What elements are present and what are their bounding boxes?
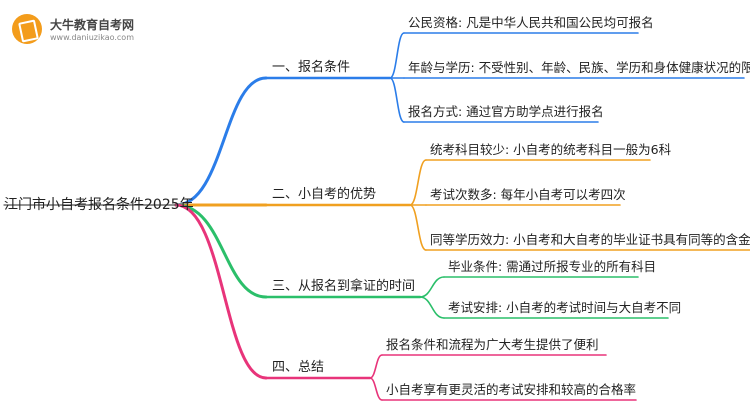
branch-leaf-link: [369, 377, 383, 401]
logo-url: www.daniuzikao.com: [50, 33, 134, 42]
site-logo[interactable]: 大牛教育自考网 www.daniuzikao.com: [8, 10, 158, 50]
leaf-label: 考试安排: 小自考的考试时间与大自考不同: [448, 300, 682, 315]
branch-leaf-link: [389, 77, 405, 123]
branch-label: 四、总结: [272, 360, 325, 375]
branch-label: 二、小自考的优势: [272, 187, 377, 202]
branch-leaf-link: [409, 159, 427, 206]
book-icon: [12, 14, 42, 44]
root-branch-link: [174, 76, 268, 207]
leaf-label: 同等学历效力: 小自考和大自考的毕业证书具有同等的含金量: [430, 232, 750, 247]
branch-leaf-link: [419, 296, 445, 319]
root-branch-link: [174, 203, 268, 380]
branch-leaf-link: [369, 354, 383, 379]
branch-leaf-link: [389, 32, 405, 79]
leaf-label: 报名方式: 通过官方助学点进行报名: [408, 104, 604, 119]
root-node: 江门市小自考报名条件2025年: [4, 197, 194, 213]
branch-label: 一、报名条件: [272, 60, 351, 75]
branch-leaf-link: [419, 276, 445, 298]
leaf-label: 公民资格: 凡是中华人民共和国公民均可报名: [408, 15, 654, 30]
branch-leaf-link: [409, 204, 427, 251]
leaf-label: 报名条件和流程为广大考生提供了便利: [386, 337, 599, 352]
leaf-label: 统考科目较少: 小自考的统考科目一般为6科: [430, 142, 672, 157]
branch-label: 三、从报名到拿证的时间: [272, 279, 416, 294]
leaf-label: 年龄与学历: 不受性别、年龄、民族、学历和身体健康状况的限制: [408, 60, 750, 75]
root-branch-link: [174, 203, 268, 299]
logo-name: 大牛教育自考网: [50, 18, 135, 32]
leaf-label: 毕业条件: 需通过所报专业的所有科目: [448, 259, 657, 274]
leaf-label: 考试次数多: 每年小自考可以考四次: [430, 187, 626, 202]
leaf-label: 小自考享有更灵活的考试安排和较高的合格率: [386, 382, 637, 397]
